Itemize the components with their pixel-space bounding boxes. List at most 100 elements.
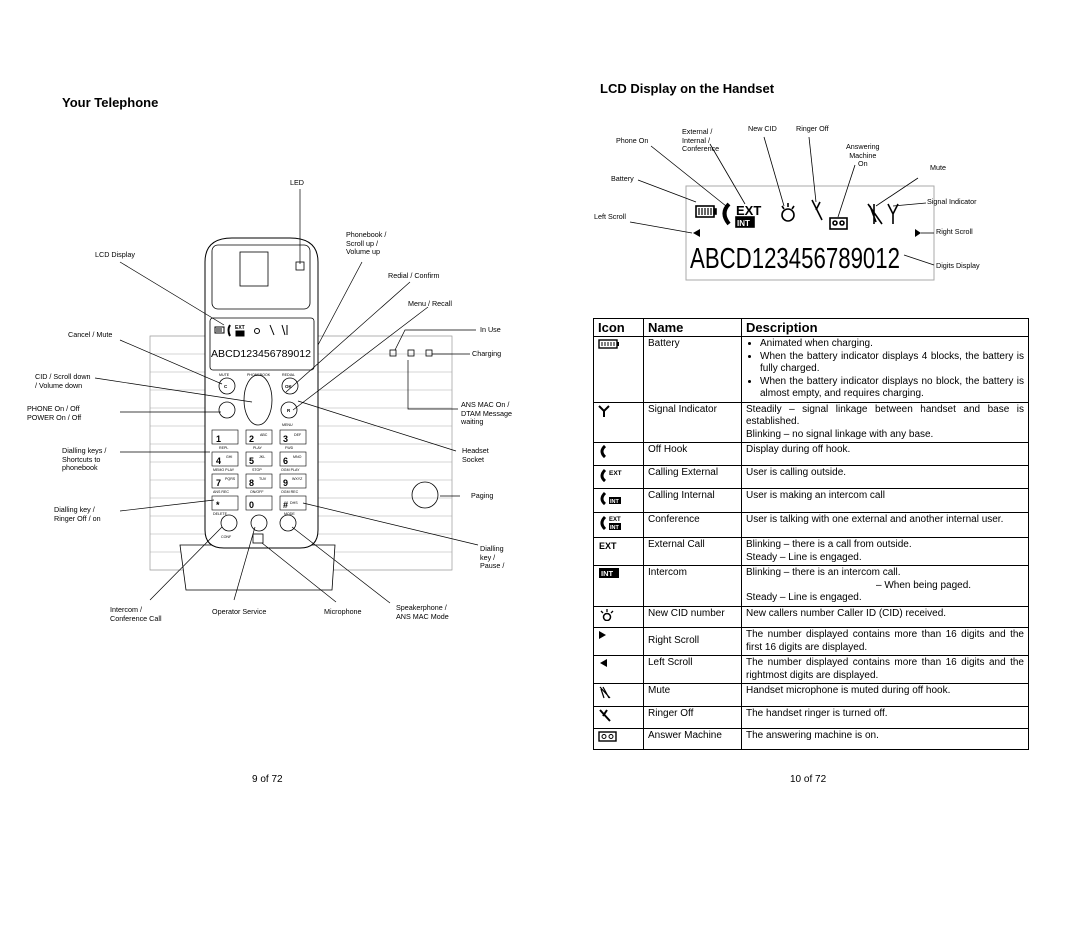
key-row-delete: DELETE (213, 512, 228, 516)
table-row: New CID number New callers number Caller… (593, 605, 1029, 628)
row-desc: Display during off hook. (746, 444, 851, 455)
key-8-sub: TUV (259, 477, 267, 481)
signal-icon (598, 404, 610, 417)
row-desc: The number displayed contains more than … (746, 629, 1024, 653)
left-page-title: Your Telephone (62, 95, 159, 110)
left-page-number: 9 of 72 (252, 774, 283, 785)
label-digits-display: Digits Display (936, 261, 980, 270)
lcd-int-text: INT (737, 219, 750, 228)
label-battery: Battery (611, 174, 634, 183)
label-cancel-mute: Cancel / Mute (68, 330, 113, 339)
label-paging: Paging (471, 491, 494, 500)
label-mute: Mute (930, 163, 946, 172)
row-name: Answer Machine (643, 728, 742, 750)
key-7: 7 (216, 478, 221, 488)
row-desc: When the battery indicator displays no b… (760, 376, 1024, 401)
label-dialling-key: Dialling key / Ringer Off / on (54, 505, 101, 523)
row-name: Right Scroll (643, 627, 742, 656)
table-row: INT Intercom Blinking – there is an inte… (593, 565, 1029, 607)
row-desc: Blinking – there is a call from outside. (746, 539, 912, 550)
icon-table: Icon Name Description Battery Animated w… (593, 318, 1029, 750)
row-name: Left Scroll (643, 655, 742, 684)
label-ans-mac: ANS MAC On / DTAM Message waiting (461, 400, 512, 427)
row-name: New CID number (643, 605, 742, 628)
row-desc: Steady – Line is engaged. (746, 592, 862, 603)
lcd-ext-text: EXT (736, 203, 761, 218)
key-row-memoplay: MEMO PLAY (213, 468, 235, 472)
label-led: LED (290, 178, 304, 187)
key-9: 9 (283, 478, 288, 488)
key-hash: # (283, 500, 288, 510)
key-label-redial: REDIAL (282, 373, 295, 377)
left-scroll-icon (600, 659, 607, 667)
mute-icon (599, 686, 611, 699)
row-name: Calling Internal (643, 488, 742, 513)
calling-external-icon: EXT (600, 468, 622, 482)
key-row-onoff: ON/OFF (250, 490, 264, 494)
label-signal: Signal Indicator (927, 197, 977, 206)
label-new-cid: New CID (748, 124, 777, 133)
table-header-row: Icon Name Description (593, 318, 1029, 337)
key-8: 8 (249, 478, 254, 488)
telephone-diagram: EXT ABCD123456789012 MUTE PHONEBOOK REDI… (94, 189, 479, 604)
table-row: EXT External Call Blinking – there is a … (593, 537, 1029, 566)
table-row: Signal Indicator Steadily – signal linka… (593, 401, 1029, 443)
key-label-conf: CONF (221, 535, 232, 539)
row-desc: New callers number Caller ID (CID) recei… (746, 607, 947, 619)
phone-screen-ext: EXT (235, 325, 245, 331)
right-page-title: LCD Display on the Handset (600, 81, 775, 96)
label-left-scroll: Left Scroll (594, 212, 626, 221)
right-scroll-icon (599, 631, 606, 639)
table-row: EXT Calling External User is calling out… (593, 464, 1029, 489)
svg-text:INT: INT (610, 525, 620, 531)
row-name: External Call (643, 537, 742, 566)
row-desc: – When being paged. (876, 579, 972, 591)
svg-text:EXT: EXT (609, 517, 621, 523)
label-answering: Answering Machine On (846, 142, 880, 169)
new-cid-icon (600, 608, 614, 621)
label-lcd-display: LCD Display (95, 250, 135, 259)
table-row: Right Scroll The number displayed contai… (593, 627, 1029, 656)
key-9-sub: WXYZ (292, 477, 303, 481)
nav-key-ok: OK (285, 384, 293, 389)
svg-text:INT: INT (601, 569, 614, 578)
row-desc: User is calling outside. (746, 466, 847, 478)
svg-text:INT: INT (610, 499, 620, 505)
key-row-ogmplay: OGM PLAY (281, 468, 300, 472)
external-call-icon: EXT (599, 541, 617, 551)
table-row: Answer Machine The answering machine is … (593, 728, 1029, 750)
table-row: Mute Handset microphone is muted during … (593, 683, 1029, 707)
nav-key-r: R (287, 408, 291, 413)
key-2: 2 (249, 434, 254, 444)
row-desc: The handset ringer is turned off. (746, 707, 888, 719)
battery-icon (598, 339, 619, 349)
key-label-mute: MUTE (219, 373, 230, 377)
label-phone-power: PHONE On / Off POWER On / Off (27, 404, 82, 422)
row-name: Intercom (643, 565, 742, 607)
label-menu: Menu / Recall (408, 299, 452, 308)
header-description: Description (741, 318, 1029, 337)
row-desc: Steady – Line is engaged. (746, 551, 862, 563)
row-name: Mute (643, 683, 742, 707)
ringer-off-icon (599, 708, 611, 722)
key-row-ansrec: ANS REC (213, 490, 229, 494)
label-external: External / Internal / Conference (682, 127, 720, 154)
label-redial: Redial / Confirm (388, 271, 440, 280)
key-row-stop: STOP (252, 468, 262, 472)
row-name: Ringer Off (643, 705, 742, 729)
conference-icon: EXT INT (600, 515, 621, 531)
header-icon: Icon (593, 318, 644, 337)
row-name: Conference (643, 511, 742, 538)
row-desc: Animated when charging. (760, 338, 1024, 351)
label-dialling-pause: Dialling key / Pause / (480, 544, 505, 571)
key-0: 0 (249, 500, 254, 510)
row-name: Off Hook (643, 442, 742, 466)
key-4: 4 (216, 456, 221, 466)
nav-key-c: C (224, 384, 228, 389)
key-7-sub: PQRS (225, 477, 236, 481)
label-in-use: In Use (480, 325, 501, 334)
label-microphone: Microphone (324, 607, 362, 616)
row-desc: Blinking – there is an intercom call. (746, 567, 901, 578)
calling-internal-icon: INT (600, 491, 621, 506)
